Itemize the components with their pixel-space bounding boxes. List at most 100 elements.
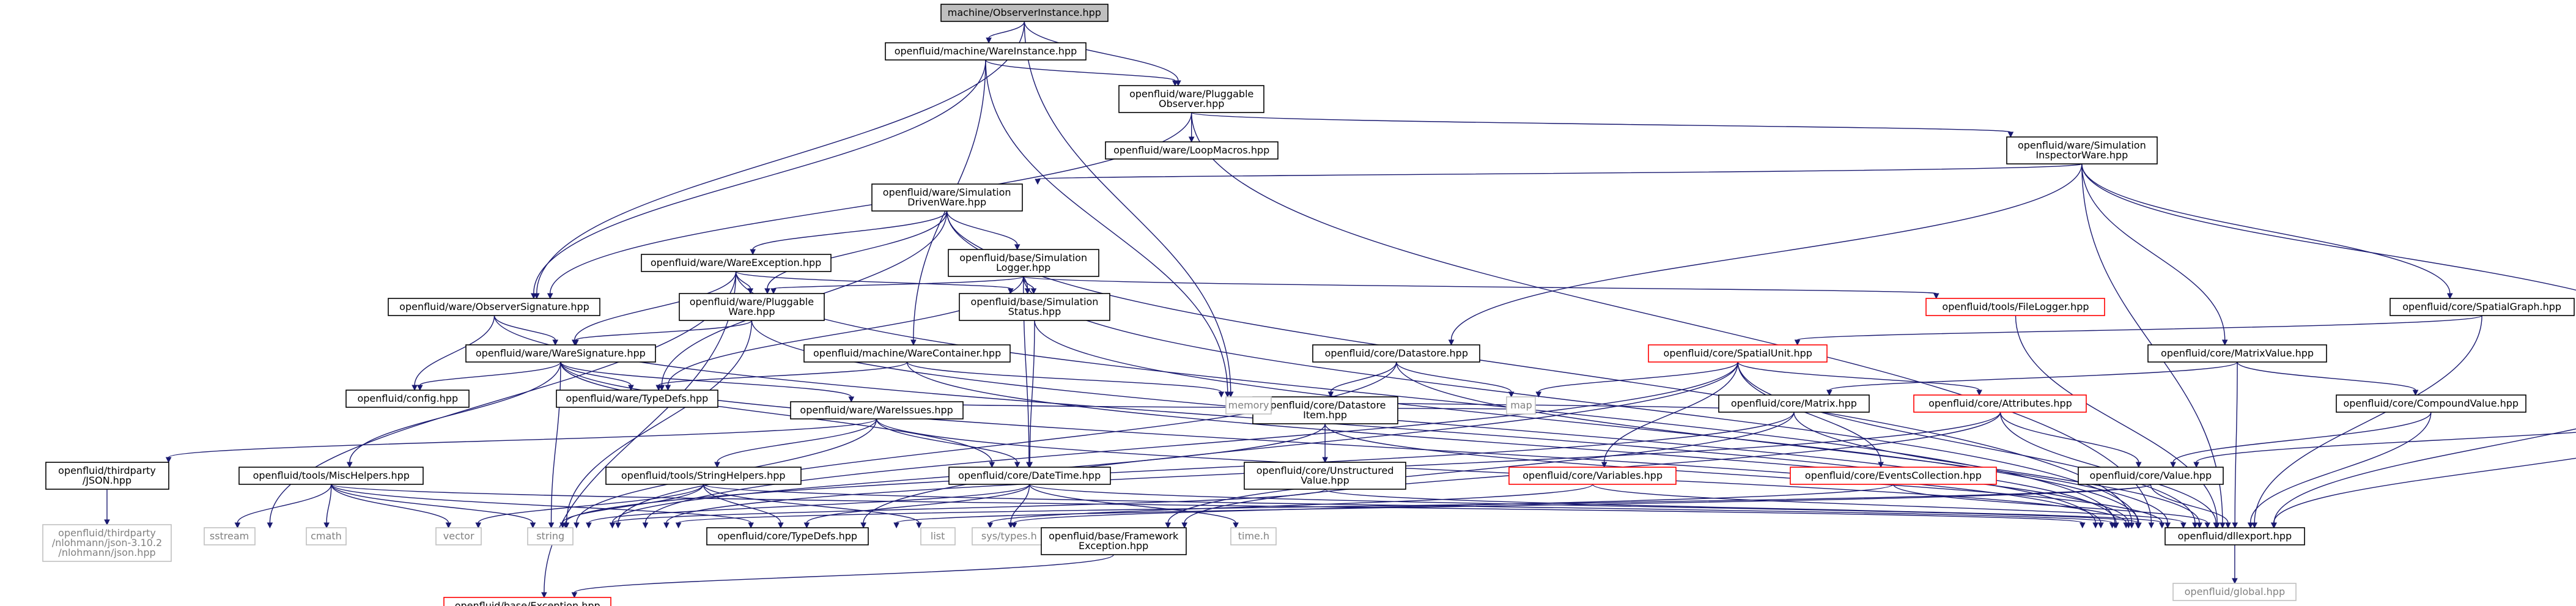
node-label: sstream (210, 530, 249, 542)
node-label: cmath (311, 530, 342, 542)
node-openfluid-core-compoundvalue-hpp[interactable]: openfluid/core/CompoundValue.hpp (2336, 394, 2526, 413)
edge-simdriven-to-wareexc (752, 210, 948, 250)
node-openfluid-ware-wareissues-hpp[interactable]: openfluid/ware/WareIssues.hpp (790, 401, 964, 419)
edges-layer (104, 21, 2576, 599)
node-openfluid-ware-typedefs-hpp[interactable]: openfluid/ware/TypeDefs.hpp (556, 390, 718, 408)
node-openfluid-ware-wareexception-hpp[interactable]: openfluid/ware/WareException.hpp (641, 254, 832, 272)
arrowhead-wareissues-to-string (574, 522, 580, 529)
edge-matrix-to-frameworkexc (1167, 412, 1795, 523)
node-label: openfluid/core/TypeDefs.hpp (717, 530, 857, 542)
edge-mischelpers-to-dllexport (331, 484, 2083, 523)
node-openfluid-core-spatialgraph-hpp[interactable]: openfluid/core/SpatialGraph.hpp (2390, 298, 2575, 316)
node-label: openfluid/core/SpatialUnit.hpp (1664, 347, 1812, 359)
node-label: Ware.hpp (728, 306, 775, 317)
node-openfluid-dllexport-hpp[interactable]: openfluid/dllexport.hpp (2165, 527, 2305, 545)
arrowhead-attributes-to-string (663, 522, 670, 529)
arrowhead-obssig-to-config (411, 385, 418, 391)
edge-compoundvalue-to-dllexport (2249, 412, 2432, 523)
arrowhead-wareissues-to-datetime (1014, 462, 1020, 468)
node-openfluid-global-hpp: openfluid/global.hpp (2172, 583, 2297, 601)
node-label: openfluid/ware/WareIssues.hpp (800, 404, 953, 416)
node-openfluid-core-datetime-hpp[interactable]: openfluid/core/DateTime.hpp (948, 467, 1111, 485)
edge-warecontainer-to-memory (906, 361, 1222, 393)
node-openfluid-core-spatialunit-hpp[interactable]: openfluid/core/SpatialUnit.hpp (1648, 344, 1828, 363)
node-box (1508, 467, 1677, 485)
node-openfluid-ware-loopmacros-hpp[interactable]: openfluid/ware/LoopMacros.hpp (1105, 141, 1279, 160)
node-openfluid-base-exception-hpp[interactable]: openfluid/base/Exception.hpp (443, 597, 611, 606)
node-openfluid-core-datastore-hpp[interactable]: openfluid/core/Datastore.hpp (1312, 344, 1480, 363)
edge-compoundvalue-to-value (2172, 412, 2432, 463)
node-label: openfluid/ware/WareSignature.hpp (476, 347, 646, 359)
node-openfluid-ware-waresignature-hpp[interactable]: openfluid/ware/WareSignature.hpp (465, 344, 656, 363)
arrowhead-siminsp-to-simdriven (1035, 179, 1041, 185)
edge-matrixvalue-to-dllexport (2234, 361, 2238, 523)
node-openfluid-machine-warecontainer-hpp[interactable]: openfluid/machine/WareContainer.hpp (803, 344, 1011, 363)
node-label: /nlohmann/json.hpp (58, 547, 155, 558)
arrowhead-mischelpers-to-vector (445, 522, 452, 529)
node-openfluid-core-eventscollection-hpp[interactable]: openfluid/core/EventsCollection.hpp (1790, 467, 1997, 485)
node-box (803, 344, 1011, 363)
node-machine-observerinstance-hpp[interactable]: machine/ObserverInstance.hpp (940, 4, 1109, 22)
arrowhead-wareexc-to-baseexc (541, 592, 547, 599)
node-box (1913, 394, 2087, 413)
node-openfluid-config-hpp[interactable]: openfluid/config.hpp (345, 390, 470, 408)
arrowhead-siminsp-to-dllexport (2220, 522, 2226, 529)
node-box (885, 42, 1087, 61)
edge-frameworkexc-to-baseexc (574, 554, 1114, 593)
arrowhead-waresig-to-datetime (989, 462, 995, 468)
arrowhead-compoundvalue-to-dllexport (2247, 522, 2254, 529)
arrowhead-stringhelpers-to-dllexport (2109, 522, 2116, 529)
node-openfluid-tools-stringhelpers-hpp[interactable]: openfluid/tools/StringHelpers.hpp (605, 467, 802, 485)
edge-mischelpers-to-string (331, 484, 534, 523)
node-openfluid-core-matrix-hpp[interactable]: openfluid/core/Matrix.hpp (1718, 394, 1870, 413)
node-openfluid-ware-simulation-inspectorware-hpp[interactable]: openfluid/ware/SimulationInspectorWare.h… (2006, 136, 2158, 164)
edge-wareissues-to-map (876, 401, 1522, 410)
edge-simdriven-to-simlogger (946, 210, 1018, 245)
node-label: openfluid/thirdparty (58, 465, 156, 476)
node-box (435, 527, 482, 545)
edge-variables-to-dllexport (1592, 484, 2184, 523)
arrowhead-unstructured-to-string (609, 522, 616, 529)
node-box (948, 249, 1099, 277)
node-box (465, 344, 656, 363)
node-openfluid-tools-filelogger-hpp[interactable]: openfluid/tools/FileLogger.hpp (1925, 298, 2105, 316)
nodes-layer: machine/ObserverInstance.hpp openfluid/ma… (42, 4, 2575, 606)
edge-wareissues-to-stringhelpers (717, 418, 877, 463)
arrowhead-value-to-dllexport (2225, 522, 2231, 529)
edge-stringhelpers-to-vector (478, 484, 704, 523)
node-openfluid-machine-wareinstance-hpp[interactable]: openfluid/machine/WareInstance.hpp (885, 42, 1087, 61)
edge-datetime-to-timeh (1029, 484, 1236, 523)
node-label: sys/types.h (981, 530, 1037, 542)
edge-spatialunit-to-coretypedefs (863, 361, 1738, 523)
node-openfluid-thirdparty-json-hpp[interactable]: openfluid/thirdparty/JSON.hpp (45, 462, 169, 490)
arrowhead-simplevalue-to-value (2193, 462, 2199, 468)
node-box (527, 527, 574, 545)
node-openfluid-core-variables-hpp[interactable]: openfluid/core/Variables.hpp (1508, 467, 1677, 485)
node-label: time.h (1238, 530, 1269, 542)
node-label: openfluid/global.hpp (2185, 586, 2285, 597)
node-openfluid-core-value-hpp[interactable]: openfluid/core/Value.hpp (2078, 467, 2224, 485)
node-label: Exception.hpp (1079, 540, 1148, 552)
arrowhead-pluggobs-to-obssig (547, 293, 553, 300)
node-openfluid-core-attributes-hpp[interactable]: openfluid/core/Attributes.hpp (1913, 394, 2087, 413)
arrowhead-spatialunit-to-variables (1601, 462, 1607, 468)
arrowhead-pluggobs-to-siminsp (2007, 131, 2014, 138)
node-box (1252, 396, 1398, 424)
node-openfluid-core-matrixvalue-hpp[interactable]: openfluid/core/MatrixValue.hpp (2147, 344, 2327, 363)
node-openfluid-tools-mischelpers-hpp[interactable]: openfluid/tools/MiscHelpers.hpp (238, 467, 424, 485)
node-label: openfluid/config.hpp (357, 393, 458, 404)
node-openfluid-core-typedefs-hpp[interactable]: openfluid/core/TypeDefs.hpp (706, 527, 869, 545)
node-box (679, 293, 825, 321)
arrowhead-datetime-to-coretypedefs (803, 522, 810, 529)
node-box (443, 597, 611, 606)
node-openfluid-ware-observersignature-hpp[interactable]: openfluid/ware/ObserverSignature.hpp (388, 298, 600, 316)
